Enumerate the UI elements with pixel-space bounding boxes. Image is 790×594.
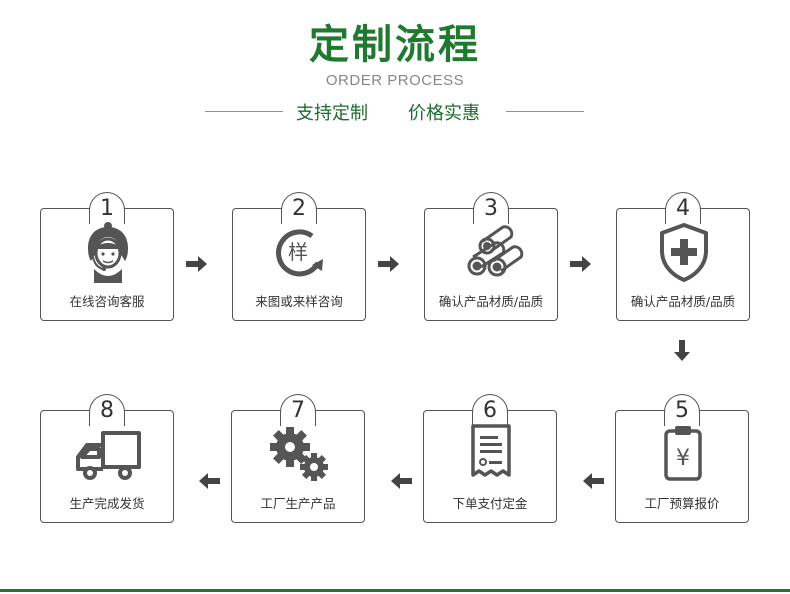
bottom-divider bbox=[0, 589, 790, 592]
step-number-badge: 2 bbox=[281, 192, 317, 224]
step-label: 来图或来样咨询 bbox=[255, 294, 343, 309]
tagline-right-text: 价格实惠 bbox=[408, 103, 480, 124]
step-card-2: 2 样 来图或来样咨询 bbox=[232, 192, 366, 321]
step-number-badge: 6 bbox=[472, 394, 508, 426]
gears-icon bbox=[264, 423, 334, 485]
step-label: 工厂生产产品 bbox=[260, 496, 336, 511]
step-label: 在线咨询客服 bbox=[69, 294, 145, 309]
step-number-badge: 1 bbox=[89, 192, 125, 224]
step-card-5: 5 ¥ 工厂预算报价 bbox=[615, 394, 749, 523]
order-document-icon bbox=[456, 423, 526, 485]
arrow-down-icon bbox=[673, 340, 691, 362]
tagline-left-text: 支持定制 bbox=[296, 103, 368, 124]
step-label: 确认产品材质/品质 bbox=[438, 294, 544, 309]
tagline: 支持定制 价格实惠 bbox=[0, 98, 790, 126]
tagline-divider-right bbox=[506, 111, 584, 112]
step-number-badge: 4 bbox=[665, 192, 701, 224]
step-number-badge: 7 bbox=[280, 394, 316, 426]
arrow-right-icon bbox=[378, 255, 400, 273]
sample-cycle-icon: 样 bbox=[265, 221, 335, 283]
step-card-3: 3 确认产品材质/品质 bbox=[424, 192, 558, 321]
arrow-left-icon bbox=[582, 472, 604, 490]
arrow-left-icon bbox=[198, 472, 220, 490]
step-number-badge: 3 bbox=[473, 192, 509, 224]
arrow-left-icon bbox=[390, 472, 412, 490]
customer-service-icon bbox=[73, 221, 143, 283]
clipboard-yen-icon: ¥ bbox=[648, 423, 718, 485]
svg-text:¥: ¥ bbox=[676, 446, 690, 471]
step-label: 生产完成发货 bbox=[69, 496, 145, 511]
step-label: 下单支付定金 bbox=[452, 496, 528, 511]
tagline-divider-left bbox=[205, 111, 283, 112]
step-card-1: 1 在线咨询客服 bbox=[40, 192, 174, 321]
page-title: 定制流程 bbox=[309, 22, 481, 68]
material-rolls-icon bbox=[457, 221, 527, 283]
step-number-badge: 5 bbox=[664, 394, 700, 426]
step-card-4: 4 确认产品材质/品质 bbox=[616, 192, 750, 321]
step-number-badge: 8 bbox=[89, 394, 125, 426]
step-label: 工厂预算报价 bbox=[644, 496, 720, 511]
truck-icon bbox=[73, 423, 143, 485]
arrow-right-icon bbox=[570, 255, 592, 273]
shield-plus-icon bbox=[649, 221, 719, 283]
step-card-6: 6 下单支付定金 bbox=[423, 394, 557, 523]
svg-text:样: 样 bbox=[288, 240, 308, 264]
page-subtitle: ORDER PROCESS bbox=[325, 72, 465, 89]
step-card-7: 7 bbox=[231, 394, 365, 523]
step-card-8: 8 生产完成发货 bbox=[40, 394, 174, 523]
arrow-right-icon bbox=[186, 255, 208, 273]
step-label: 确认产品材质/品质 bbox=[630, 294, 736, 309]
